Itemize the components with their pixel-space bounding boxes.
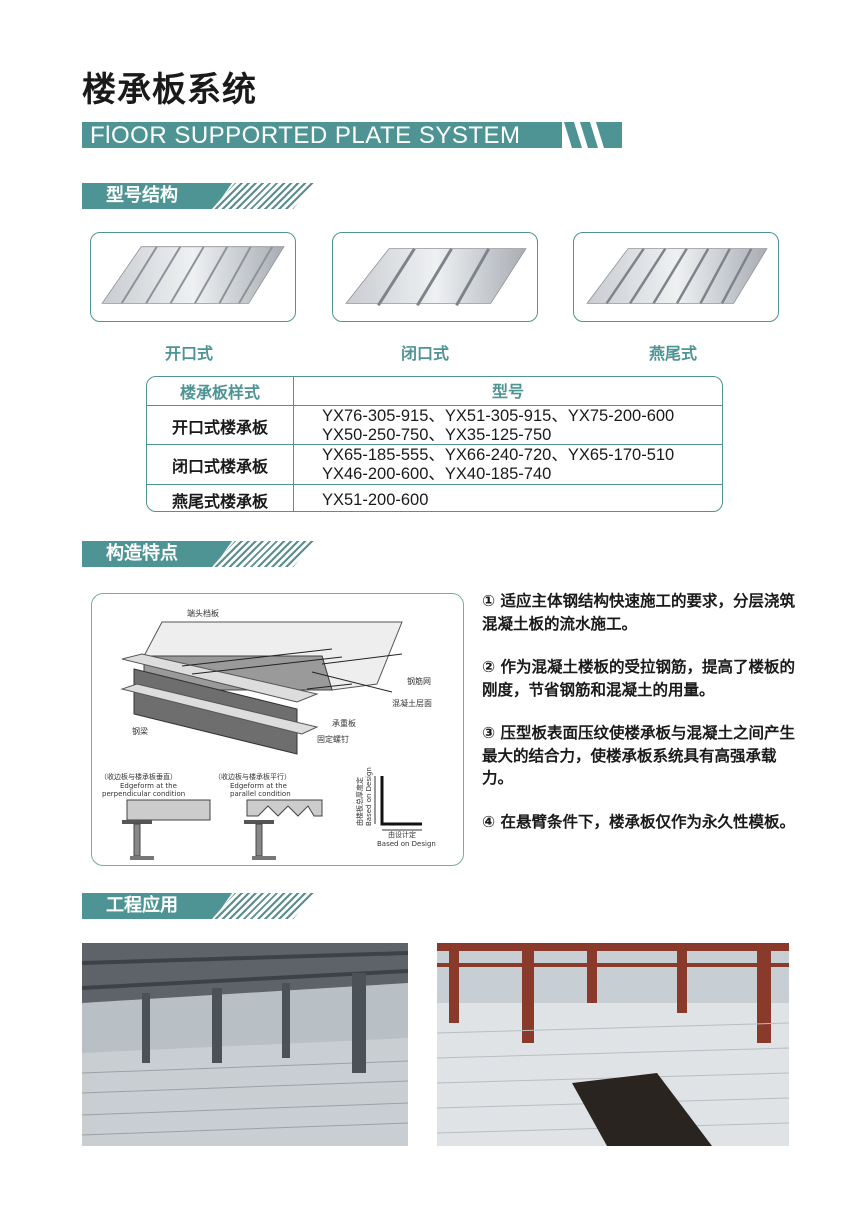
vertical-en: Based on Design [365,767,373,826]
detail2-en: parallel condition [230,790,291,798]
table-row: 燕尾式楼承板 YX51-200-600 [147,484,722,511]
table-row: 闭口式楼承板 YX65-185-555、YX66-240-720、YX65-17… [147,444,722,485]
label-concrete-surface: 混凝土层面 [392,698,432,708]
table-header: 楼承板样式 型号 [147,377,722,405]
vertical-cn: 由楼板总厚度定 [355,777,364,826]
section-title: 工程应用 [82,893,232,919]
row-model: YX76-305-915、YX51-305-915、YX75-200-600 [322,406,675,425]
model-table: 楼承板样式 型号 开口式楼承板 YX76-305-915、YX51-305-91… [146,376,723,512]
section-header-structure: 型号结构 [82,183,322,209]
banner-stripes [564,122,622,148]
row-model: YX51-200-600 [322,490,429,509]
label-fixing-nail: 固定螺钉 [317,734,349,744]
section-title: 型号结构 [82,183,232,209]
header-model: 型号 [491,381,524,401]
detail2-cn: （收边板与楼承板平行） [214,772,291,781]
section-header-features: 构造特点 [82,541,322,567]
feature-item: ② 作为混凝土楼板的受拉钢筋，提高了楼板的刚度，节省钢筋和混凝土的用量。 [482,658,796,699]
feature-list: ① 适应主体钢结构快速施工的要求，分层浇筑混凝土板的流水施工。 ② 作为混凝土楼… [482,590,802,854]
page-title: 楼承板系统 [82,70,257,110]
detail2-en: Edgeform at the [230,782,287,790]
subtitle-banner: FlOOR SUPPORTED PLATE SYSTEM [82,122,562,149]
row-model: YX46-200-600、YX40-185-740 [322,465,552,483]
section-header-application: 工程应用 [82,893,322,919]
application-photo-2 [437,943,789,1146]
product-image-open [90,232,296,322]
product-label: 开口式 [164,344,213,363]
table-row: 开口式楼承板 YX76-305-915、YX51-305-915、YX75-20… [147,405,722,445]
row-model: YX50-250-750、YX35-125-750 [322,425,552,444]
product-label: 闭口式 [400,344,449,363]
section-title: 构造特点 [82,541,232,567]
row-type: 燕尾式楼承板 [147,485,294,511]
feature-item: ④ 在悬臂条件下，楼承板仅作为永久性模板。 [482,812,796,831]
feature-item: ① 适应主体钢结构快速施工的要求，分层浇筑混凝土板的流水施工。 [482,592,796,633]
label-bearing-plate: 承重板 [332,718,356,728]
label-end-plate: 端头档板 [187,608,219,618]
product-image-closed [332,232,538,322]
row-model: YX65-185-555、YX66-240-720、YX65-170-510 [322,446,675,464]
product-image-dovetail [573,232,779,322]
detail1-en: perpendicular condition [102,790,185,798]
header-style: 楼承板样式 [147,377,294,405]
construction-diagram: 端头档板 钢筋网 混凝土层面 承重板 钢梁 固定螺钉 （收边板与楼承板垂直） E… [91,593,464,866]
product-label: 燕尾式 [648,344,697,363]
detail1-cn: （收边板与楼承板垂直） [100,772,177,781]
application-photo-1 [82,943,408,1146]
row-type: 开口式楼承板 [147,406,294,445]
label-rebar-mesh: 钢筋网 [407,676,431,686]
feature-item: ③ 压型板表面压纹使楼承板与混凝土之间产生最大的结合力，使楼承板系统具有高强承载… [482,724,796,787]
horizontal-cn: 由设计定 [388,830,416,839]
detail1-en: Edgeform at the [120,782,177,790]
label-steel-beam: 钢梁 [132,726,148,736]
row-type: 闭口式楼承板 [147,445,294,485]
horizontal-en: Based on Design [377,840,436,848]
